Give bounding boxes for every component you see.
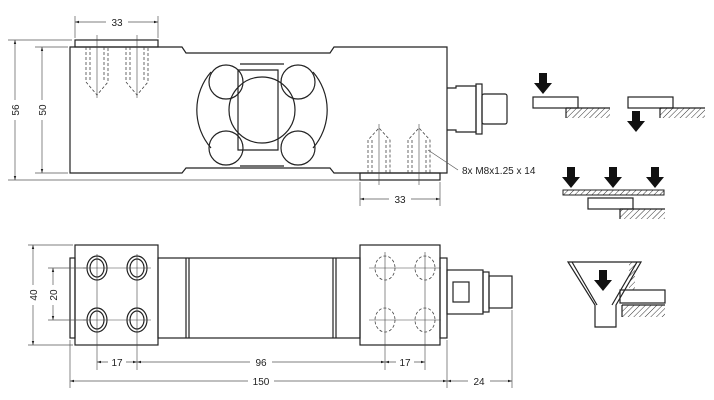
dim-56: 56: [11, 104, 22, 116]
dim-bottom-33: 33: [394, 195, 406, 206]
thread-note: 8x M8x1.25 x 14: [462, 166, 536, 177]
load-diagram-top: [532, 73, 610, 118]
dim-50: 50: [38, 104, 49, 116]
dim-96: 96: [255, 358, 267, 369]
hidden-threaded-holes: [369, 252, 441, 370]
top-view: 40 20 17 96 17 150 24: [27, 244, 513, 388]
bending-beam-element: [196, 63, 328, 167]
dim-17-left: 17: [111, 358, 123, 369]
dim-24: 24: [473, 377, 485, 388]
dim-17-right: 17: [399, 358, 411, 369]
connector-top: [446, 269, 513, 315]
load-diagram-bottom: [627, 96, 705, 132]
through-holes: [83, 254, 151, 370]
dim-top-33: 33: [111, 18, 123, 29]
cable-connector: [447, 83, 508, 135]
front-view: 33 56 50 33 8x M8x1.25 x 14: [8, 16, 536, 206]
dim-20: 20: [49, 289, 60, 301]
load-diagram-platform: [562, 167, 665, 219]
load-diagram-hopper: [566, 261, 666, 328]
dim-150: 150: [253, 377, 270, 388]
dim-40: 40: [29, 289, 40, 301]
